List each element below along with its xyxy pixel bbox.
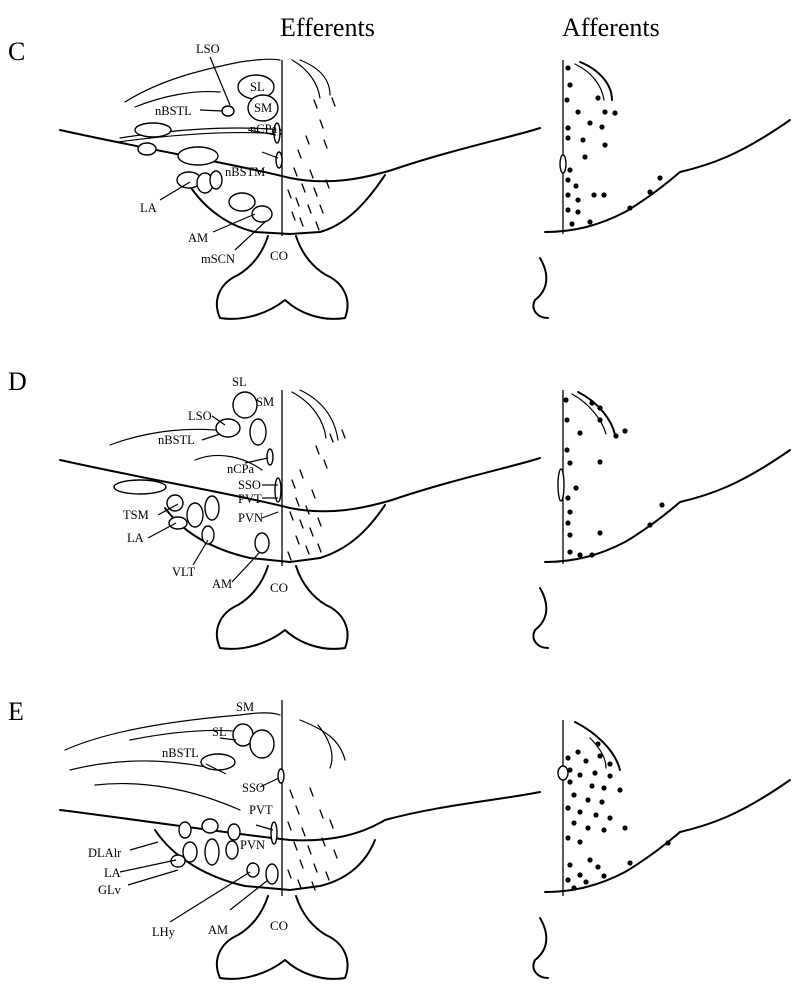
afferents-header: Afferents xyxy=(562,13,660,42)
efferents-section: LSO SL SM nBSTL nCPa nBSTM LA AM mSCN CO xyxy=(59,42,541,320)
afferents-section xyxy=(532,60,791,319)
efferent-projection-dashes xyxy=(287,97,336,231)
label-tsm: TSM xyxy=(123,508,149,522)
label-sl: SL xyxy=(232,375,247,389)
panel-letter: E xyxy=(8,697,24,726)
panel-letter: D xyxy=(8,367,27,396)
efferents-section: SL SM LSO nBSTL nCPa SSO PVT PVN TSM LA … xyxy=(59,375,541,650)
label-nbstm: nBSTM xyxy=(225,165,265,179)
label-nbstl: nBSTL xyxy=(155,104,192,118)
label-vlt: VLT xyxy=(172,565,196,579)
efferents-header: Efferents xyxy=(280,13,375,42)
label-am: AM xyxy=(208,923,228,937)
label-lso: LSO xyxy=(188,409,212,423)
afferents-section xyxy=(532,720,791,979)
label-sm: SM xyxy=(236,700,254,714)
afferent-cell-dots xyxy=(565,741,671,891)
label-sso: SSO xyxy=(238,478,261,492)
panel-e: E xyxy=(8,697,791,980)
label-am: AM xyxy=(188,231,208,245)
label-sso: SSO xyxy=(242,781,265,795)
label-ncpa: nCPa xyxy=(250,122,278,136)
label-la: LA xyxy=(140,201,157,215)
label-co: CO xyxy=(270,918,288,933)
label-pvt: PVT xyxy=(249,803,273,817)
label-la: LA xyxy=(104,866,121,880)
panel-letter: C xyxy=(8,37,25,66)
label-lhy: LHy xyxy=(152,925,176,939)
afferents-section xyxy=(532,390,791,649)
label-am: AM xyxy=(212,577,232,591)
label-sl: SL xyxy=(250,80,265,94)
label-sm: SM xyxy=(254,101,272,115)
efferents-section: SL SM nBSTL SSO PVT PVN DLAlr LA GLv LHy… xyxy=(59,700,541,980)
label-nbstl: nBSTL xyxy=(158,433,195,447)
label-sl: SL xyxy=(212,725,227,739)
label-lso: LSO xyxy=(196,42,220,56)
afferent-cell-dots xyxy=(563,397,665,558)
label-nbstl: nBSTL xyxy=(162,746,199,760)
label-ncpa: nCPa xyxy=(227,462,255,476)
label-co: CO xyxy=(270,580,288,595)
afferent-cell-dots xyxy=(564,65,663,227)
label-pvt: PVT xyxy=(238,492,262,506)
label-dlalr: DLAlr xyxy=(88,846,122,860)
label-mscn: mSCN xyxy=(201,252,235,266)
label-co: CO xyxy=(270,248,288,263)
label-glv: GLv xyxy=(98,883,122,897)
efferent-projection-dashes xyxy=(287,787,338,891)
efferent-projection-dashes xyxy=(287,429,346,561)
label-pvn: PVN xyxy=(240,838,265,852)
panel-c: C xyxy=(8,37,791,320)
label-la: LA xyxy=(127,531,144,545)
label-sm: SM xyxy=(256,395,274,409)
label-pvn: PVN xyxy=(238,511,263,525)
panel-d: D xyxy=(8,367,791,650)
